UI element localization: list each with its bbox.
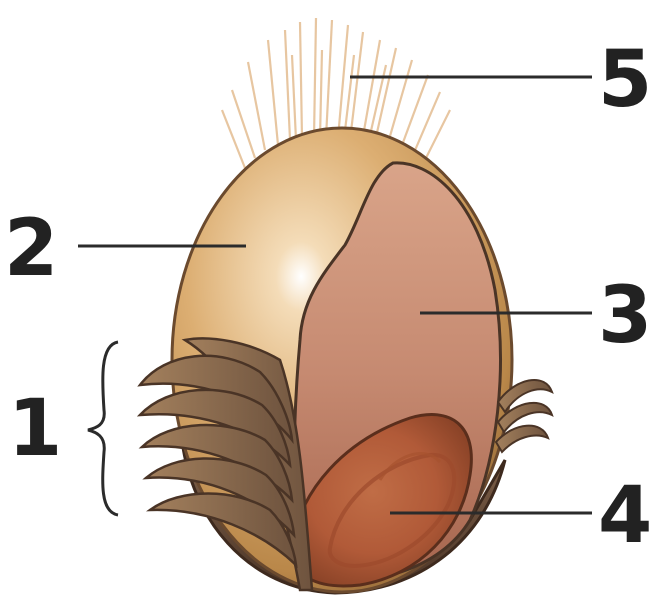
label-1: 1 bbox=[8, 384, 62, 474]
label-2: 2 bbox=[4, 204, 58, 294]
label-4: 4 bbox=[598, 471, 652, 561]
bracket-1 bbox=[88, 342, 118, 515]
label-5: 5 bbox=[598, 35, 652, 125]
label-3: 3 bbox=[598, 271, 652, 361]
